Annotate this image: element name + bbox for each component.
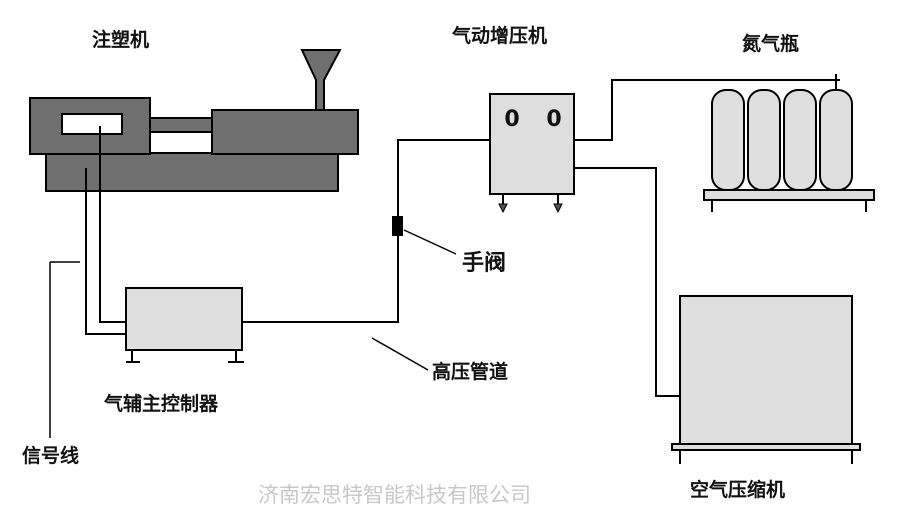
label-manual-valve: 手阀 [462, 251, 506, 276]
label-air-compressor: 空气压缩机 [690, 478, 785, 501]
connections [49, 74, 840, 438]
valve-pointer [403, 229, 457, 255]
booster-gauge-right: 0 [546, 107, 561, 132]
machine-signal-line [85, 168, 126, 335]
nitrogen-bottle [711, 89, 745, 191]
nitrogen-rack [703, 189, 875, 201]
label-injection-machine: 注塑机 [92, 28, 149, 51]
booster-to-nitrogen-line [574, 79, 840, 141]
machine-barrel [211, 109, 359, 155]
machine-tie-bar [149, 117, 213, 133]
manual-valve [392, 216, 403, 236]
booster-body [489, 93, 575, 195]
booster-gauge-left: 0 [504, 107, 519, 132]
pipe-pointer [371, 337, 429, 371]
nitrogen-bottles [703, 89, 875, 212]
compressor-body [679, 295, 853, 445]
air-compressor [671, 295, 861, 464]
label-booster: 气动增压机 [451, 24, 547, 47]
machine-base [45, 152, 339, 192]
nitrogen-bottle [783, 89, 817, 191]
nitrogen-bottle [747, 89, 781, 191]
label-nitrogen: 氮气瓶 [742, 32, 799, 55]
label-signal-line: 信号线 [22, 444, 79, 467]
machine-window [61, 113, 123, 135]
watermark-text: 济南宏思特智能科技有限公司 [258, 483, 531, 507]
pneumatic-booster: 0 0 [489, 93, 575, 214]
machine-to-controller-line [99, 126, 126, 323]
gas-assist-controller [125, 287, 244, 363]
injection-molding-machine [29, 49, 359, 192]
label-high-pressure-pipe: 高压管道 [432, 360, 508, 383]
machine-hopper [300, 49, 342, 111]
nitrogen-bottle [819, 89, 853, 191]
label-controller: 气辅主控制器 [103, 392, 219, 415]
booster-to-compressor-line [574, 167, 680, 397]
controller-body [125, 287, 243, 351]
